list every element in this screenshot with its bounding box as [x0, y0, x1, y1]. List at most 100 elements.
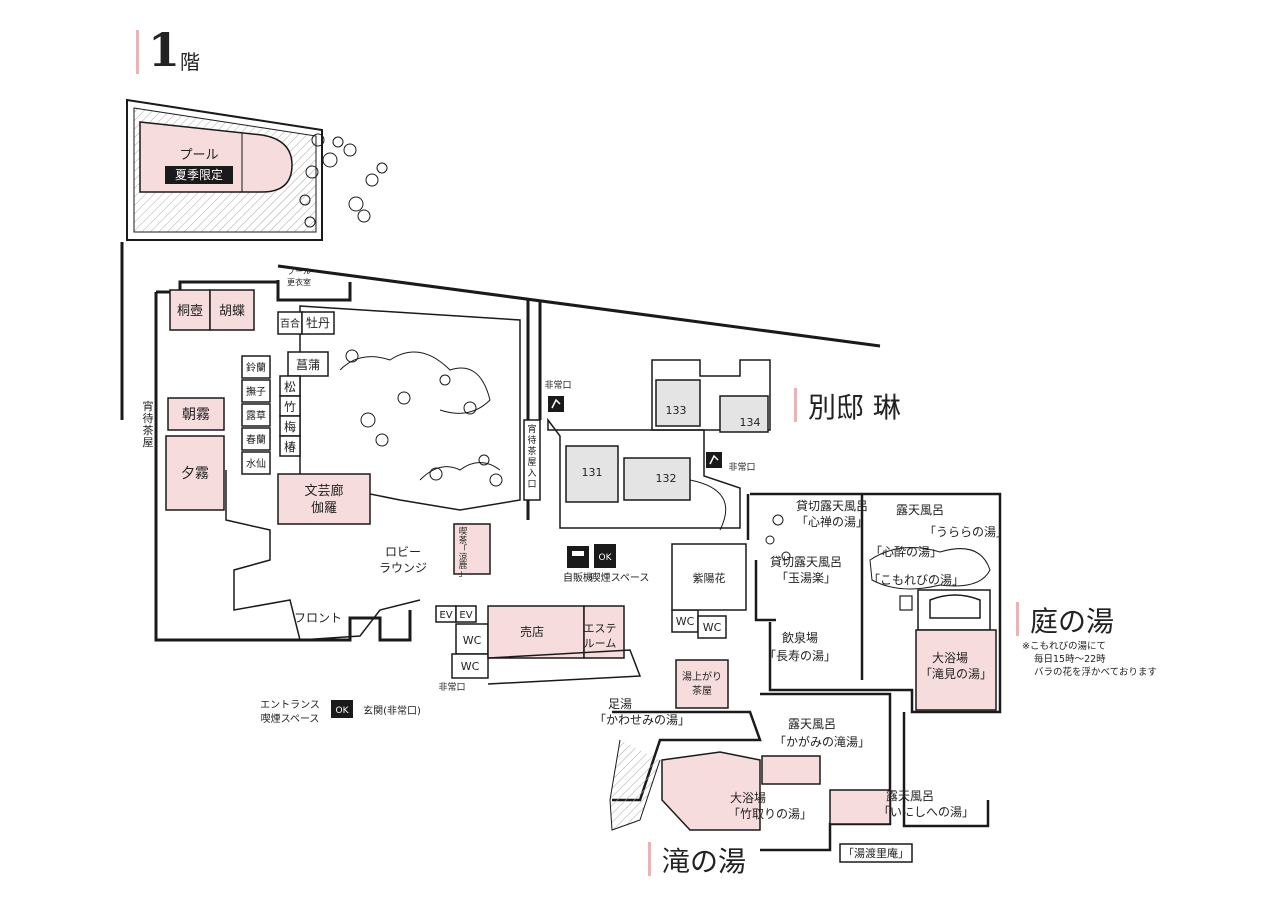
room-suisen-label: 水仙	[246, 457, 266, 470]
ev-1-label: EV	[439, 610, 452, 621]
room-ume-label: 梅	[284, 419, 296, 434]
room-yugiri[interactable]	[165, 435, 225, 511]
daiyokujo-taketori[interactable]	[661, 751, 761, 831]
room-nadeshiko[interactable]	[241, 379, 271, 403]
room-shunran[interactable]	[241, 427, 271, 451]
room-botan[interactable]	[301, 311, 335, 335]
svg-text:「: 「	[459, 545, 468, 555]
room-asagiri[interactable]	[167, 397, 225, 431]
room-rosou[interactable]	[241, 403, 271, 427]
room-matsu-label: 松	[284, 380, 296, 394]
room-yuri-label: 百合	[280, 317, 300, 330]
niwanoyu-walls	[746, 492, 1002, 714]
room-bungeiro[interactable]	[277, 473, 371, 525]
pool-label: プール	[179, 148, 218, 163]
emergency-exit-icon	[548, 396, 564, 412]
lobby-label-1: ロビー	[385, 545, 421, 559]
daiyokujo-takimi-label-1: 大浴場	[932, 651, 968, 665]
roten-inishie[interactable]	[829, 789, 891, 825]
svg-text:宵: 宵	[527, 423, 536, 435]
room-ayame[interactable]	[287, 351, 329, 377]
front-label: フロント	[294, 611, 342, 625]
kashikiri2-label-2: 「玉湯楽」	[776, 571, 836, 585]
yuagari-chaya[interactable]	[675, 659, 729, 709]
ashiyu-label-2: 「かわせみの湯」	[594, 713, 690, 727]
svg-text:茶: 茶	[143, 424, 154, 437]
room-kiritsubo[interactable]	[169, 289, 211, 331]
esthe-room[interactable]	[583, 605, 625, 659]
daiyokujo-takimi-label-2: 「滝見の湯」	[920, 667, 992, 681]
entrance-smoking-label-2: 喫煙スペース	[261, 713, 320, 725]
note-line-3: バラの花を浮かべております	[1034, 667, 1157, 678]
wc-2[interactable]	[451, 653, 489, 679]
bettei-rin-block	[547, 359, 771, 531]
shop[interactable]	[487, 605, 585, 659]
room-asagiri-label: 朝霧	[182, 407, 210, 423]
entrance-label: 玄関(非常口)	[363, 704, 421, 717]
room-bungeiro-label-2: 伽羅	[311, 501, 337, 516]
section-niwanoyu-label: 庭の湯	[1030, 605, 1115, 638]
bath-taketori-annex	[761, 755, 821, 785]
daiyokujo-takimi[interactable]	[915, 629, 997, 711]
room-ayame-label: 菖蒲	[296, 358, 320, 372]
wc-3-label: WC	[676, 615, 695, 628]
room-kocho[interactable]	[209, 289, 255, 331]
yoimachi-chaya-label: 宵 待 茶 屋	[143, 399, 154, 449]
lobby-outline	[225, 470, 421, 641]
daiyokujo-taketori-label-1: 大浴場	[730, 791, 766, 805]
section-bettei-rin: 別邸 琳	[794, 386, 901, 426]
room-kissa[interactable]	[453, 523, 491, 575]
room-kocho-label: 胡蝶	[219, 304, 245, 319]
ev-2[interactable]	[455, 605, 477, 623]
room-134[interactable]	[719, 395, 769, 433]
smoking-ok-text: OK	[599, 553, 613, 563]
room-133[interactable]	[655, 379, 701, 427]
section-accent	[794, 388, 797, 422]
room-suzuran[interactable]	[241, 355, 271, 379]
room-shiyoka[interactable]	[671, 543, 747, 611]
svg-text:待: 待	[143, 411, 154, 425]
section-niwanoyu: 庭の湯	[1016, 600, 1115, 640]
kissa-label: 喫 茶 「 涼 鹿 」	[459, 526, 468, 579]
pool-locker-label-2: 更衣室	[287, 277, 311, 287]
room-134-label: 134	[740, 416, 761, 429]
room-131[interactable]	[565, 445, 619, 503]
shiyoka-label: 紫陽花	[693, 572, 726, 585]
room-suisen[interactable]	[241, 451, 271, 475]
room-tsubaki[interactable]	[279, 435, 301, 457]
lobby-label-2: ラウンジ	[379, 561, 427, 575]
room-yugiri-label: 夕霧	[181, 466, 209, 482]
svg-text:涼: 涼	[459, 552, 468, 563]
ev-2-label: EV	[459, 610, 472, 621]
wc-4[interactable]	[697, 615, 727, 639]
room-rosou-label: 露草	[246, 410, 266, 422]
garden-trees	[339, 349, 503, 487]
inishie-label-2: 「いにしへの湯」	[878, 805, 974, 819]
komorebi-note: ※こもれびの湯にて 毎日15時～22時 バラの花を浮かべております	[1022, 640, 1157, 679]
section-bettei-rin-label: 別邸 琳	[808, 391, 901, 424]
floor-number: 1	[148, 23, 181, 77]
ashiyu-label-1: 足湯	[608, 697, 632, 711]
svg-text:」: 」	[459, 569, 468, 579]
yuwatari-an[interactable]	[839, 843, 913, 863]
room-take-label: 竹	[284, 400, 296, 414]
note-line-1: ※こもれびの湯にて	[1022, 641, 1106, 652]
room-bungeiro-label-1: 文芸廊	[304, 483, 343, 499]
shinsui-label: 「心酔の湯」	[870, 544, 942, 559]
svg-text:宵: 宵	[143, 399, 154, 413]
room-131-label: 131	[582, 466, 603, 479]
room-132[interactable]	[623, 457, 691, 501]
pool-area: プール 夏季限定	[126, 98, 388, 241]
floor-unit: 階	[180, 50, 200, 74]
section-accent	[648, 842, 651, 876]
room-yoimachi-entrance[interactable]	[523, 419, 541, 501]
inzen-label-1: 飲泉場	[782, 630, 818, 645]
room-133-label: 133	[666, 404, 687, 417]
wc-2-label: WC	[461, 660, 480, 673]
room-suzuran-label: 鈴蘭	[246, 361, 266, 374]
entrance-smoking-ok-icon	[331, 700, 353, 718]
svg-text:茶: 茶	[459, 535, 468, 546]
room-shunran-label: 春蘭	[246, 433, 266, 446]
pool-badge	[165, 166, 233, 184]
kashikiri1-label-1: 貸切露天風呂	[796, 498, 868, 513]
